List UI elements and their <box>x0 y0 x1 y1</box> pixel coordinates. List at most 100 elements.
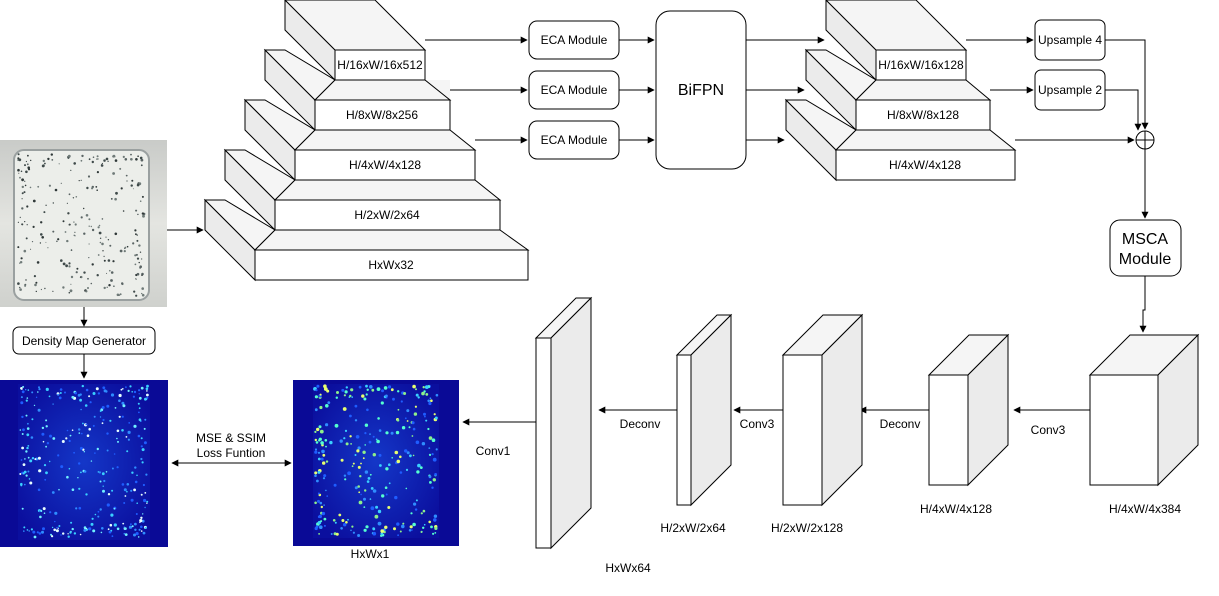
speck <box>80 471 82 474</box>
speck <box>434 416 438 420</box>
speck <box>134 480 138 484</box>
speck <box>90 460 93 462</box>
speck <box>365 393 368 396</box>
speck <box>357 465 361 469</box>
speck <box>110 271 114 274</box>
speck <box>345 521 348 524</box>
msca-label-line1: MSCA <box>1122 231 1169 248</box>
speck <box>376 439 380 444</box>
speck <box>341 519 345 522</box>
speck <box>384 525 388 529</box>
speck <box>137 155 139 157</box>
speck <box>21 207 24 210</box>
speck <box>20 459 23 461</box>
speck <box>366 480 370 483</box>
speck <box>102 250 104 252</box>
output-label: HxWx1 <box>351 547 390 561</box>
speck <box>415 499 418 502</box>
speck <box>403 392 407 395</box>
speck <box>62 220 65 223</box>
speck <box>325 445 327 448</box>
speck <box>114 197 117 201</box>
decoder-block-1-label: H/4xW/4x384 <box>1109 502 1181 516</box>
speck <box>68 224 70 226</box>
speck <box>118 415 121 418</box>
density-map-generator-box: Density Map Generator <box>12 326 156 355</box>
speck <box>17 157 20 160</box>
speck <box>422 526 425 529</box>
speck <box>318 533 320 535</box>
speck <box>96 274 99 277</box>
speck <box>94 513 97 516</box>
speck <box>354 419 358 422</box>
upsample-4-box: Upsample 4 <box>1034 19 1106 61</box>
op-conv3-1: Conv3 <box>1031 423 1066 437</box>
speck <box>352 531 355 534</box>
speck <box>41 236 44 239</box>
speck <box>20 401 24 405</box>
speck <box>314 448 318 451</box>
speck <box>377 521 382 526</box>
speck <box>109 419 112 422</box>
encoder-block-2-label: H/8xW/8x256 <box>346 108 418 122</box>
speck <box>319 501 323 505</box>
speck <box>369 385 373 389</box>
speck <box>54 520 56 523</box>
speck <box>393 527 396 531</box>
speck <box>33 535 37 539</box>
speck <box>123 532 126 535</box>
speck <box>146 384 149 388</box>
speck <box>43 211 46 214</box>
speck <box>388 463 391 467</box>
encoder-block-4-label: H/2xW/2x64 <box>354 208 420 222</box>
speck <box>93 415 96 418</box>
speck <box>21 390 25 394</box>
speck <box>88 395 91 398</box>
speck <box>126 245 129 248</box>
speck <box>320 457 324 461</box>
speck <box>362 450 366 454</box>
speck <box>92 529 96 533</box>
speck <box>60 182 62 184</box>
speck <box>387 506 391 509</box>
speck <box>352 462 355 465</box>
speck <box>68 265 71 268</box>
speck <box>81 384 85 388</box>
speck <box>432 478 436 482</box>
speck <box>67 212 70 215</box>
encoder-block-5-label: HxWx32 <box>368 258 414 272</box>
speck <box>142 483 145 487</box>
speck <box>136 239 139 242</box>
speck <box>404 417 407 420</box>
speck <box>25 170 28 174</box>
speck <box>424 415 426 418</box>
speck <box>142 513 144 515</box>
speck <box>83 232 86 235</box>
speck <box>141 274 143 277</box>
speck <box>314 501 317 505</box>
speck <box>340 527 343 530</box>
speck <box>144 526 147 530</box>
speck <box>141 287 144 290</box>
speck <box>134 263 137 266</box>
speck <box>35 396 38 398</box>
speck <box>390 388 394 392</box>
speck <box>123 250 126 253</box>
speck <box>86 186 89 190</box>
speck <box>51 526 54 529</box>
speck <box>22 463 26 466</box>
speck <box>108 284 111 287</box>
speck <box>56 526 58 529</box>
speck <box>29 481 33 485</box>
speck <box>96 171 99 174</box>
speck <box>43 512 46 514</box>
speck <box>73 532 77 535</box>
speck <box>110 513 114 517</box>
speck <box>38 469 42 473</box>
speck <box>370 506 375 511</box>
speck <box>20 257 23 260</box>
speck <box>124 158 128 161</box>
speck <box>326 389 330 393</box>
speck <box>316 427 320 432</box>
speck <box>37 456 41 460</box>
